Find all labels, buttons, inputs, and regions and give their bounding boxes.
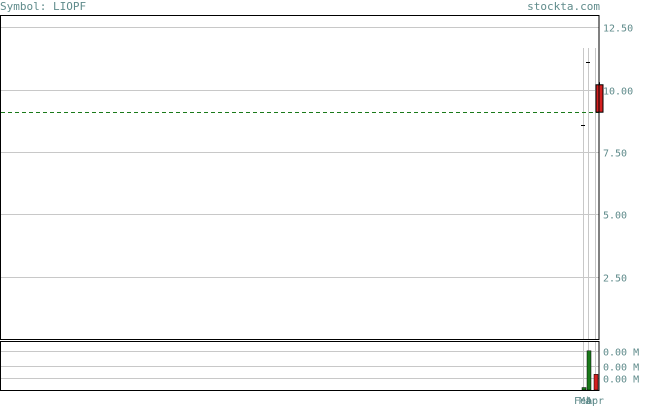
volume-bars (581, 350, 599, 391)
volume-bar (581, 387, 587, 391)
price-tick-label: 5.00 (603, 211, 627, 222)
panel-frames (0, 15, 600, 391)
price-panel-frame (0, 15, 600, 340)
price-tick-label: 7.50 (603, 149, 627, 160)
volume-tick-label: 0.00 M (603, 375, 639, 386)
price-tick-label: 2.50 (603, 274, 627, 285)
volume-tick-label: 0.00 M (603, 348, 639, 359)
symbol-label: Symbol: LIOPF (0, 0, 87, 13)
price-tick-label: 12.50 (603, 24, 633, 35)
volume-tick-label: 0.00 M (603, 363, 639, 374)
site-label: stockta.com (527, 0, 600, 13)
price-tick-label: 10.00 (603, 87, 633, 98)
price-gridlines (1, 27, 599, 278)
date-gridlines (583, 48, 596, 390)
volume-bar (593, 374, 599, 391)
volume-panel-frame (0, 341, 600, 391)
x-tick-label: Mar (579, 396, 597, 406)
x-tick-label: Apr (586, 396, 604, 406)
volume-gridlines (1, 351, 599, 379)
volume-tick-labels: 0.00 M0.00 M0.00 M (603, 348, 639, 386)
x-tick-label: Feb (574, 396, 592, 406)
volume-bar (586, 350, 592, 391)
price-tick-labels: 12.50 10.00 7.50 5.00 2.50 (603, 24, 633, 285)
candles (581, 62, 604, 126)
